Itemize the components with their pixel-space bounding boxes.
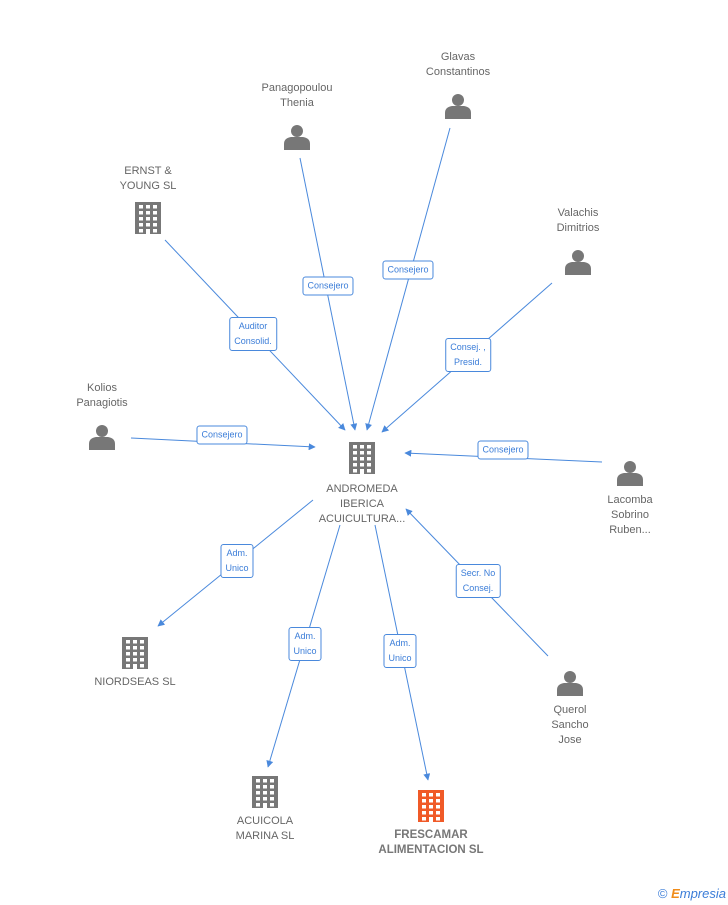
edge-label-lacomba-andromeda[interactable]: Consejero: [477, 440, 529, 460]
edge-label-ernst-andromeda[interactable]: Auditor Consolid.: [229, 317, 277, 351]
person-icon-panagopoulou: [284, 125, 310, 150]
edge-label-querol-andromeda[interactable]: Secr. No Consej.: [455, 564, 501, 598]
brand-footer: © Empresia: [658, 886, 726, 901]
person-icon-lacomba: [617, 461, 643, 486]
edge-label-panagopoulou-andromeda[interactable]: Consejero: [302, 276, 354, 296]
building-icon-ernst: [135, 202, 161, 234]
building-icon-niordseas: [122, 637, 148, 669]
building-icon-andromeda: [349, 442, 375, 474]
edge-label-andromeda-frescamar[interactable]: Adm. Unico: [383, 634, 417, 668]
person-icon-glavas: [445, 94, 471, 119]
brand-initial: E: [671, 886, 680, 901]
person-icon-querol: [557, 671, 583, 696]
node-label-acuicola[interactable]: ACUICOLA MARINA SL: [235, 815, 295, 842]
node-label-kolios[interactable]: Kolios Panagiotis: [76, 382, 128, 409]
edge-label-valachis-andromeda[interactable]: Consej. , Presid.: [445, 338, 491, 372]
node-label-glavas[interactable]: Glavas Constantinos: [425, 51, 491, 78]
node-label-lacomba[interactable]: Lacomba Sobrino Ruben...: [607, 494, 653, 536]
node-label-frescamar[interactable]: FRESCAMAR ALIMENTACION SL: [378, 829, 484, 856]
copyright-icon: ©: [657, 886, 668, 901]
person-icon-kolios: [89, 425, 115, 450]
person-icon-valachis: [565, 250, 591, 275]
edge-label-andromeda-niordseas[interactable]: Adm. Unico: [220, 544, 254, 578]
edge-label-andromeda-acuicola[interactable]: Adm. Unico: [288, 627, 322, 661]
brand-name: mpresia: [679, 886, 726, 901]
edge-label-kolios-andromeda[interactable]: Consejero: [196, 425, 248, 445]
building-icon-frescamar: [418, 790, 444, 822]
node-label-andromeda[interactable]: ANDROMEDA IBERICA ACUICULTURA...: [318, 483, 406, 525]
edge-label-glavas-andromeda[interactable]: Consejero: [382, 260, 434, 280]
node-label-querol[interactable]: Querol Sancho Jose: [551, 704, 589, 746]
node-label-panagopoulou[interactable]: Panagopoulou Thenia: [261, 82, 333, 109]
node-label-ernst[interactable]: ERNST & YOUNG SL: [119, 165, 177, 192]
node-label-valachis[interactable]: Valachis Dimitrios: [556, 207, 600, 234]
building-icon-acuicola: [252, 776, 278, 808]
node-label-niordseas[interactable]: NIORDSEAS SL: [94, 676, 176, 688]
